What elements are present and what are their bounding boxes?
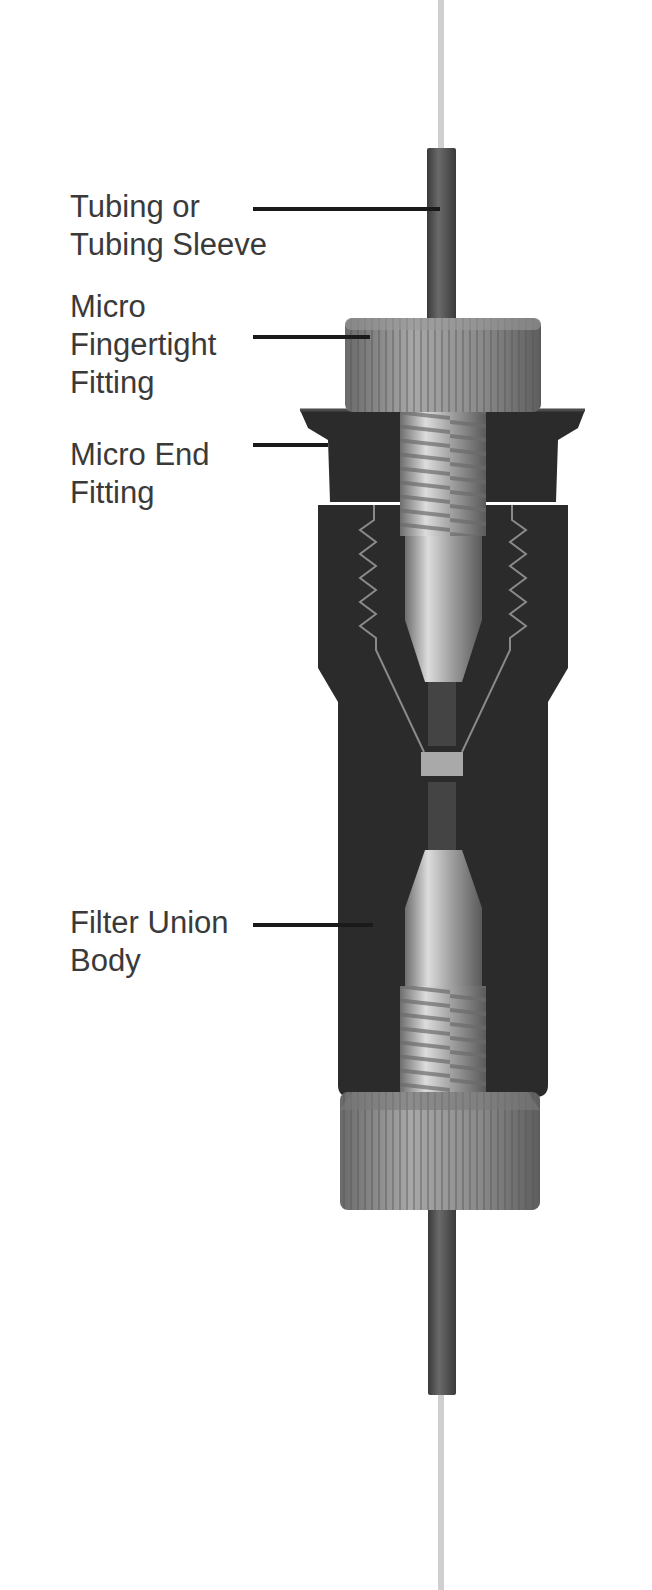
- leader-line: [253, 207, 440, 211]
- filter-frit: [421, 752, 463, 776]
- tubing-stub: [428, 682, 456, 746]
- thread-lines: [400, 412, 486, 536]
- capillary: [438, 1390, 444, 1590]
- fingertight-nut: [345, 318, 541, 412]
- nut-taper: [340, 1092, 540, 1110]
- knurl: [345, 318, 541, 412]
- leader-line: [253, 923, 373, 927]
- capillary: [438, 0, 444, 152]
- tubing: [427, 148, 456, 323]
- leader-line: [253, 443, 328, 447]
- part-label: Micro End Fitting: [70, 436, 296, 512]
- leader-line: [253, 335, 370, 339]
- part-label: Filter Union Body: [70, 904, 296, 980]
- fitting-thread: [400, 412, 486, 536]
- ferrule: [405, 536, 482, 620]
- ferrule: [405, 908, 482, 986]
- part-label: Micro Fingertight Fitting: [70, 288, 296, 402]
- fingertight-nut: [340, 1092, 540, 1210]
- tubing: [428, 1205, 456, 1395]
- thread-lines: [400, 986, 486, 1094]
- ferrule-cone: [405, 850, 482, 908]
- part-label: Tubing or Tubing Sleeve: [70, 188, 296, 264]
- inner-outline: [360, 505, 526, 752]
- tubing-stub: [428, 782, 456, 850]
- ferrule-cone: [405, 620, 482, 682]
- union-body: [318, 505, 568, 1097]
- nut-cap: [345, 318, 541, 330]
- leader-lines: [253, 209, 440, 925]
- fitting-thread: [400, 986, 486, 1094]
- knurl: [340, 1092, 540, 1210]
